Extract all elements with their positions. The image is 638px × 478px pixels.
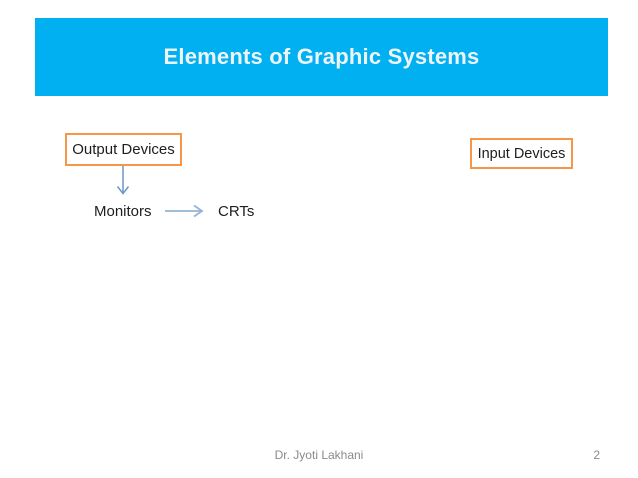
input-devices-box: Input Devices	[470, 138, 573, 169]
output-devices-label: Output Devices	[72, 141, 175, 158]
right-arrow-icon	[165, 204, 208, 218]
output-devices-box: Output Devices	[65, 133, 182, 166]
footer-page-number: 2	[593, 448, 600, 462]
input-devices-label: Input Devices	[477, 145, 566, 162]
node-crts: CRTs	[218, 203, 255, 220]
footer-author: Dr. Jyoti Lakhani	[274, 448, 364, 462]
title-banner: Elements of Graphic Systems	[35, 18, 608, 96]
node-monitors: Monitors	[94, 203, 152, 220]
down-arrow-icon	[115, 166, 131, 199]
page-title: Elements of Graphic Systems	[163, 44, 480, 69]
